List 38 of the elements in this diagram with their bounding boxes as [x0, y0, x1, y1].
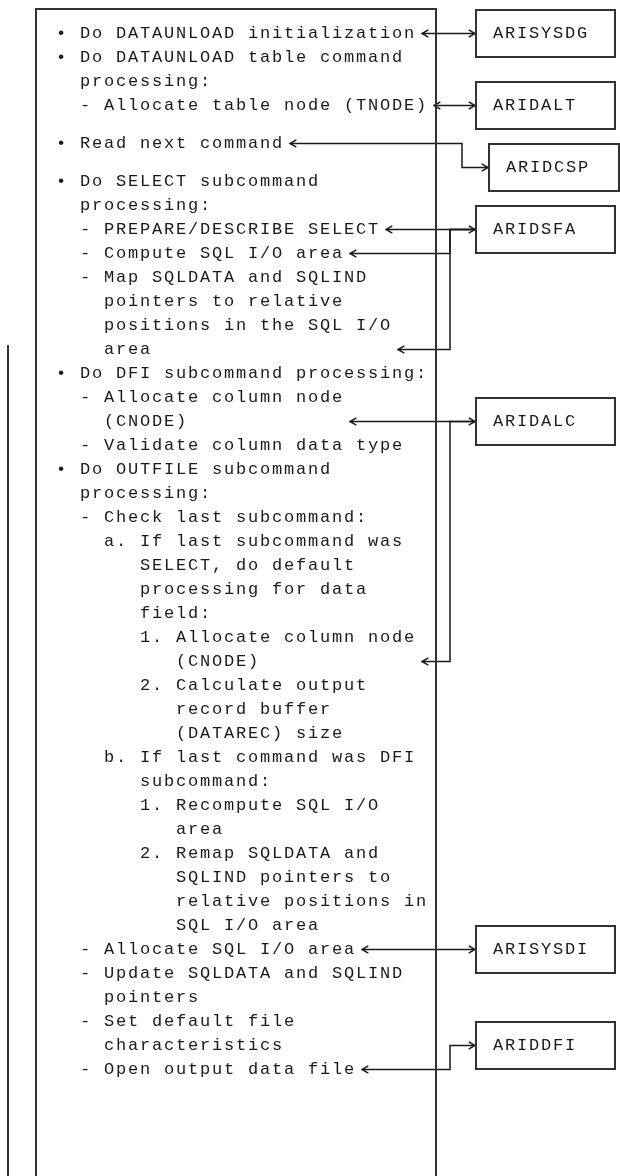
- step-text: 1. Recompute SQL I/O area: [140, 796, 381, 839]
- arrow: [349, 417, 476, 426]
- step-text: - Update SQLDATA and SQLIND pointers: [80, 964, 405, 1007]
- step-text: - Allocate column node (CNODE): [80, 388, 345, 431]
- arrow: [385, 225, 476, 234]
- module-box: ARIDALT: [475, 81, 616, 130]
- step-text: • Read next command: [56, 134, 285, 153]
- step-text: - Map SQLDATA and SQLIND pointers to relative positions in the SQL I/O area: [80, 268, 393, 359]
- step-text: - Allocate SQL I/O area: [80, 940, 357, 959]
- step-text: - Compute SQL I/O area: [80, 244, 345, 263]
- step-text: b. If last command was DFI subcommand:: [104, 748, 417, 791]
- arrow: [361, 1041, 476, 1074]
- arrow: [421, 29, 476, 38]
- step-text: - Allocate table node (TNODE): [80, 96, 429, 115]
- step-text: - Open output data file: [80, 1060, 357, 1079]
- step-text: • Do OUTFILE subcommand processing:: [56, 460, 333, 503]
- step-text: • Do SELECT subcommand processing:: [56, 172, 321, 215]
- step-text: 2. Calculate output record buffer (DATAREC) size: [140, 676, 369, 743]
- arrow: [361, 945, 476, 954]
- step-text: 1. Allocate column node (CNODE): [140, 628, 417, 671]
- step-text: a. If last subcommand was SELECT, do default processing for data field:: [104, 532, 405, 623]
- step-text: - Check last subcommand:: [80, 508, 369, 527]
- step-text: - Set default file characteristics: [80, 1012, 297, 1055]
- process-outline: [35, 8, 437, 1176]
- step-text: 2. Remap SQLDATA and SQLIND pointers to relative positions in SQL I/O area: [140, 844, 429, 935]
- module-box: ARIDCSP: [488, 143, 620, 192]
- arrow: [433, 101, 476, 110]
- step-text: - PREPARE/DESCRIBE SELECT: [80, 220, 381, 239]
- module-box: ARIDALC: [475, 397, 616, 446]
- step-text: • Do DFI subcommand processing:: [56, 364, 429, 383]
- module-box: ARISYSDG: [475, 9, 616, 58]
- arrow: [289, 139, 489, 172]
- module-box: ARIDSFA: [475, 205, 616, 254]
- step-text: - Validate column data type: [80, 436, 405, 455]
- module-box: ARISYSDI: [475, 925, 616, 974]
- step-text: • Do DATAUNLOAD table command processing:: [56, 48, 405, 91]
- step-text: • Do DATAUNLOAD initialization: [56, 24, 417, 43]
- module-box: ARIDDFI: [475, 1021, 616, 1070]
